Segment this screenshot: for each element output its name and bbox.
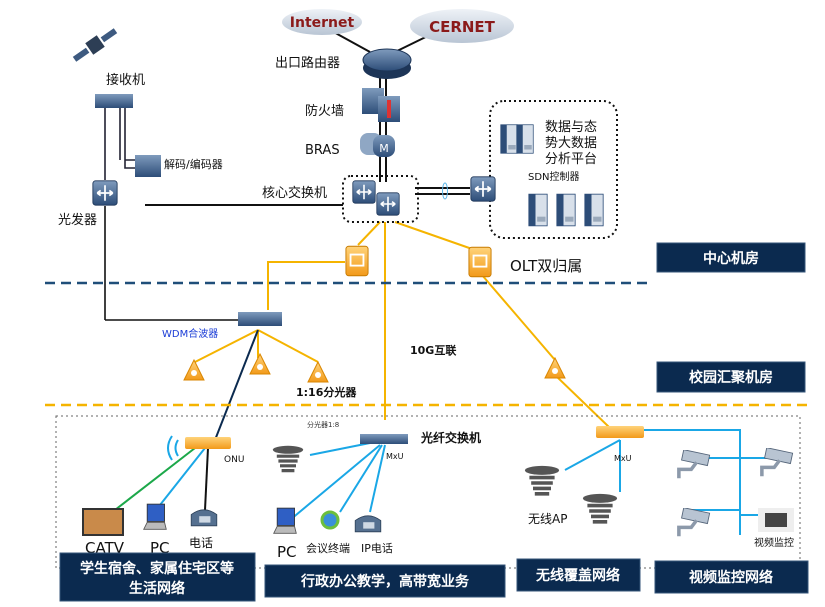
center-zone-label: 中心机房: [703, 250, 759, 267]
tv-icon: [82, 508, 124, 536]
wdm-label: WDM合波器: [162, 327, 218, 340]
video-network-badge: [654, 560, 809, 594]
pc-label: PC: [277, 543, 297, 561]
splitter-icon: [249, 353, 271, 375]
office-network-badge: [264, 564, 506, 598]
router-label: 出口路由器: [275, 55, 340, 71]
firewall-icon: [362, 88, 400, 122]
links: [104, 29, 770, 535]
server-icon: [500, 124, 518, 154]
transmitter-icon: [92, 180, 118, 206]
internet-cloud: Internet: [282, 9, 362, 35]
svg-text:M: M: [379, 142, 389, 155]
mxu-label: MxU: [386, 452, 404, 461]
platform-label-line1: 数据与态: [545, 120, 597, 135]
codec-label: 解码/编码器: [164, 157, 223, 171]
olt-label: OLT双归属: [510, 257, 582, 275]
phone-label: 电话: [189, 536, 213, 550]
camera-icon: [677, 450, 711, 480]
cernet-label: CERNET: [429, 18, 496, 36]
onu-icon: [185, 437, 231, 449]
pc-icon: [143, 503, 167, 530]
firewall-label: 防火墙: [305, 103, 344, 119]
internet-label: Internet: [290, 15, 355, 31]
ap-icon: [522, 465, 562, 496]
conference-label: 会议终端: [306, 541, 350, 555]
sdn-platform-group: [489, 100, 618, 239]
living-network-label-2: 生活网络: [129, 580, 185, 597]
fiber-switch-label: 光纤交换机: [420, 430, 481, 445]
wdm-icon: [238, 312, 282, 326]
transmitter-label: 光发器: [58, 212, 97, 228]
sdn-switch-icon: [470, 176, 496, 202]
codec-icon: [135, 155, 161, 177]
mxu-label: MxU: [614, 454, 632, 463]
router-icon: [362, 48, 412, 79]
olt-icon: [345, 245, 369, 277]
onu-label: ONU: [224, 455, 244, 465]
ip-phone-label: IP电话: [361, 542, 393, 555]
wireless-network-badge: [516, 558, 641, 592]
phone-icon: [190, 509, 218, 527]
wireless-network-label: 无线覆盖网络: [535, 567, 620, 584]
bras-label: BRAS: [305, 143, 340, 158]
living-network-badge: [59, 552, 256, 602]
platform-label-line2: 势大数据: [545, 135, 597, 151]
olt-icon: [468, 246, 492, 278]
core-switch-label: 核心交换机: [262, 185, 327, 201]
receiver-icon: [95, 94, 133, 108]
sdn-server-icon: [556, 193, 576, 227]
platform-label-line3: 分析平台: [545, 152, 597, 167]
satellite-icon: [72, 28, 118, 62]
receiver-label: 接收机: [106, 72, 145, 88]
splitter16-label: 1:16分光器: [296, 385, 357, 399]
campus-zone-label: 校园汇聚机房: [689, 369, 773, 386]
mxu-icon: [596, 426, 644, 438]
ap-label: 无线AP: [528, 512, 567, 526]
core-switch-icon: [352, 180, 376, 204]
link-label: 10G互联: [410, 343, 456, 357]
mxu-icon: [360, 434, 408, 444]
bras-icon: M: [360, 133, 395, 157]
camera-icon: [760, 448, 794, 478]
center-zone-badge: [656, 242, 806, 273]
splitter-icon: [183, 359, 205, 381]
core-switch-icon: [376, 192, 400, 216]
sdn-label: SDN控制器: [528, 170, 580, 183]
camera-label: 视频监控: [754, 536, 794, 549]
splitter8-label: 分光器1:8: [307, 420, 339, 429]
conference-terminal-icon: [320, 510, 340, 530]
pc-icon: [273, 507, 297, 534]
sdn-server-icon: [528, 193, 548, 227]
splitter-icon: [544, 357, 566, 379]
video-network-label: 视频监控网络: [689, 569, 773, 586]
ap-icon: [270, 445, 306, 473]
sdn-server-icon: [584, 193, 604, 227]
campus-zone-badge: [656, 361, 806, 393]
access-area: [55, 415, 801, 569]
splitter-icon: [307, 361, 329, 383]
server-icon: [516, 124, 534, 154]
cernet-cloud: CERNET: [410, 9, 514, 43]
office-network-label: 行政办公教学，高带宽业务: [300, 573, 470, 590]
camera-icon: [677, 508, 711, 538]
ip-phone-icon: [354, 515, 382, 533]
living-network-label-1: 学生宿舍、家属住宅区等: [80, 560, 234, 577]
core-switch-group: [342, 175, 419, 223]
ap-icon: [580, 493, 620, 524]
wifi-icon: [167, 435, 179, 461]
